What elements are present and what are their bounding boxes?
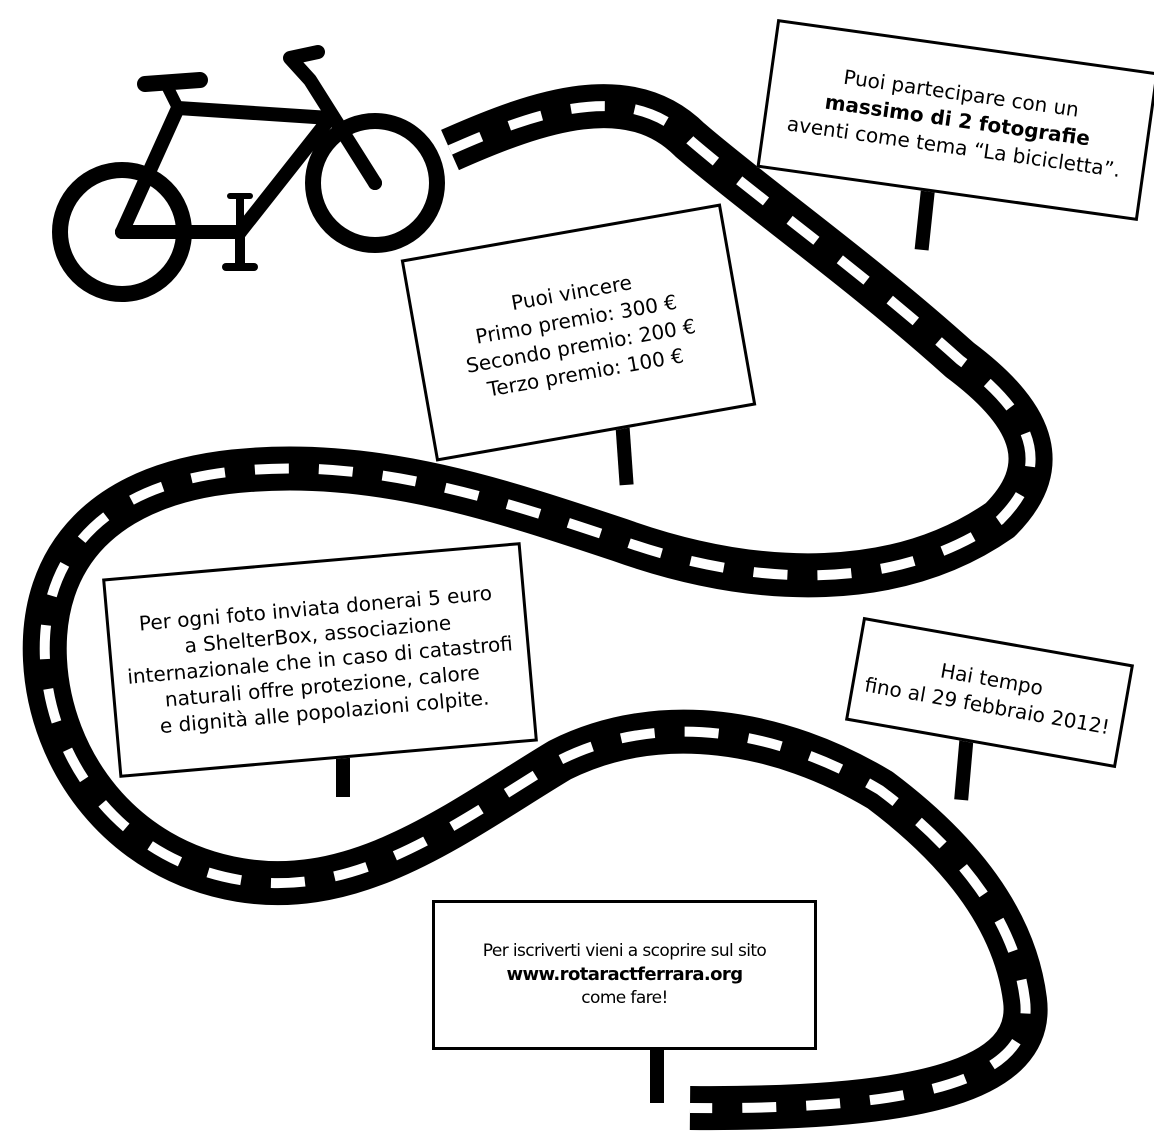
road-center-dashes xyxy=(39,101,1036,1114)
register-website-link[interactable]: www.rotaractferrara.org xyxy=(506,963,744,985)
register-line-1: Per iscriverti vieni a scoprire sul sito xyxy=(482,940,767,961)
sign-donation: Per ogni foto inviata donerai 5 euro a S… xyxy=(102,542,538,778)
register-line-3: come fare! xyxy=(581,988,668,1009)
winding-road xyxy=(22,84,1053,1131)
bicycle-icon xyxy=(52,45,445,302)
post-register xyxy=(650,1045,664,1103)
sign-register: Per iscriverti vieni a scoprire sul sito… xyxy=(432,900,817,1050)
